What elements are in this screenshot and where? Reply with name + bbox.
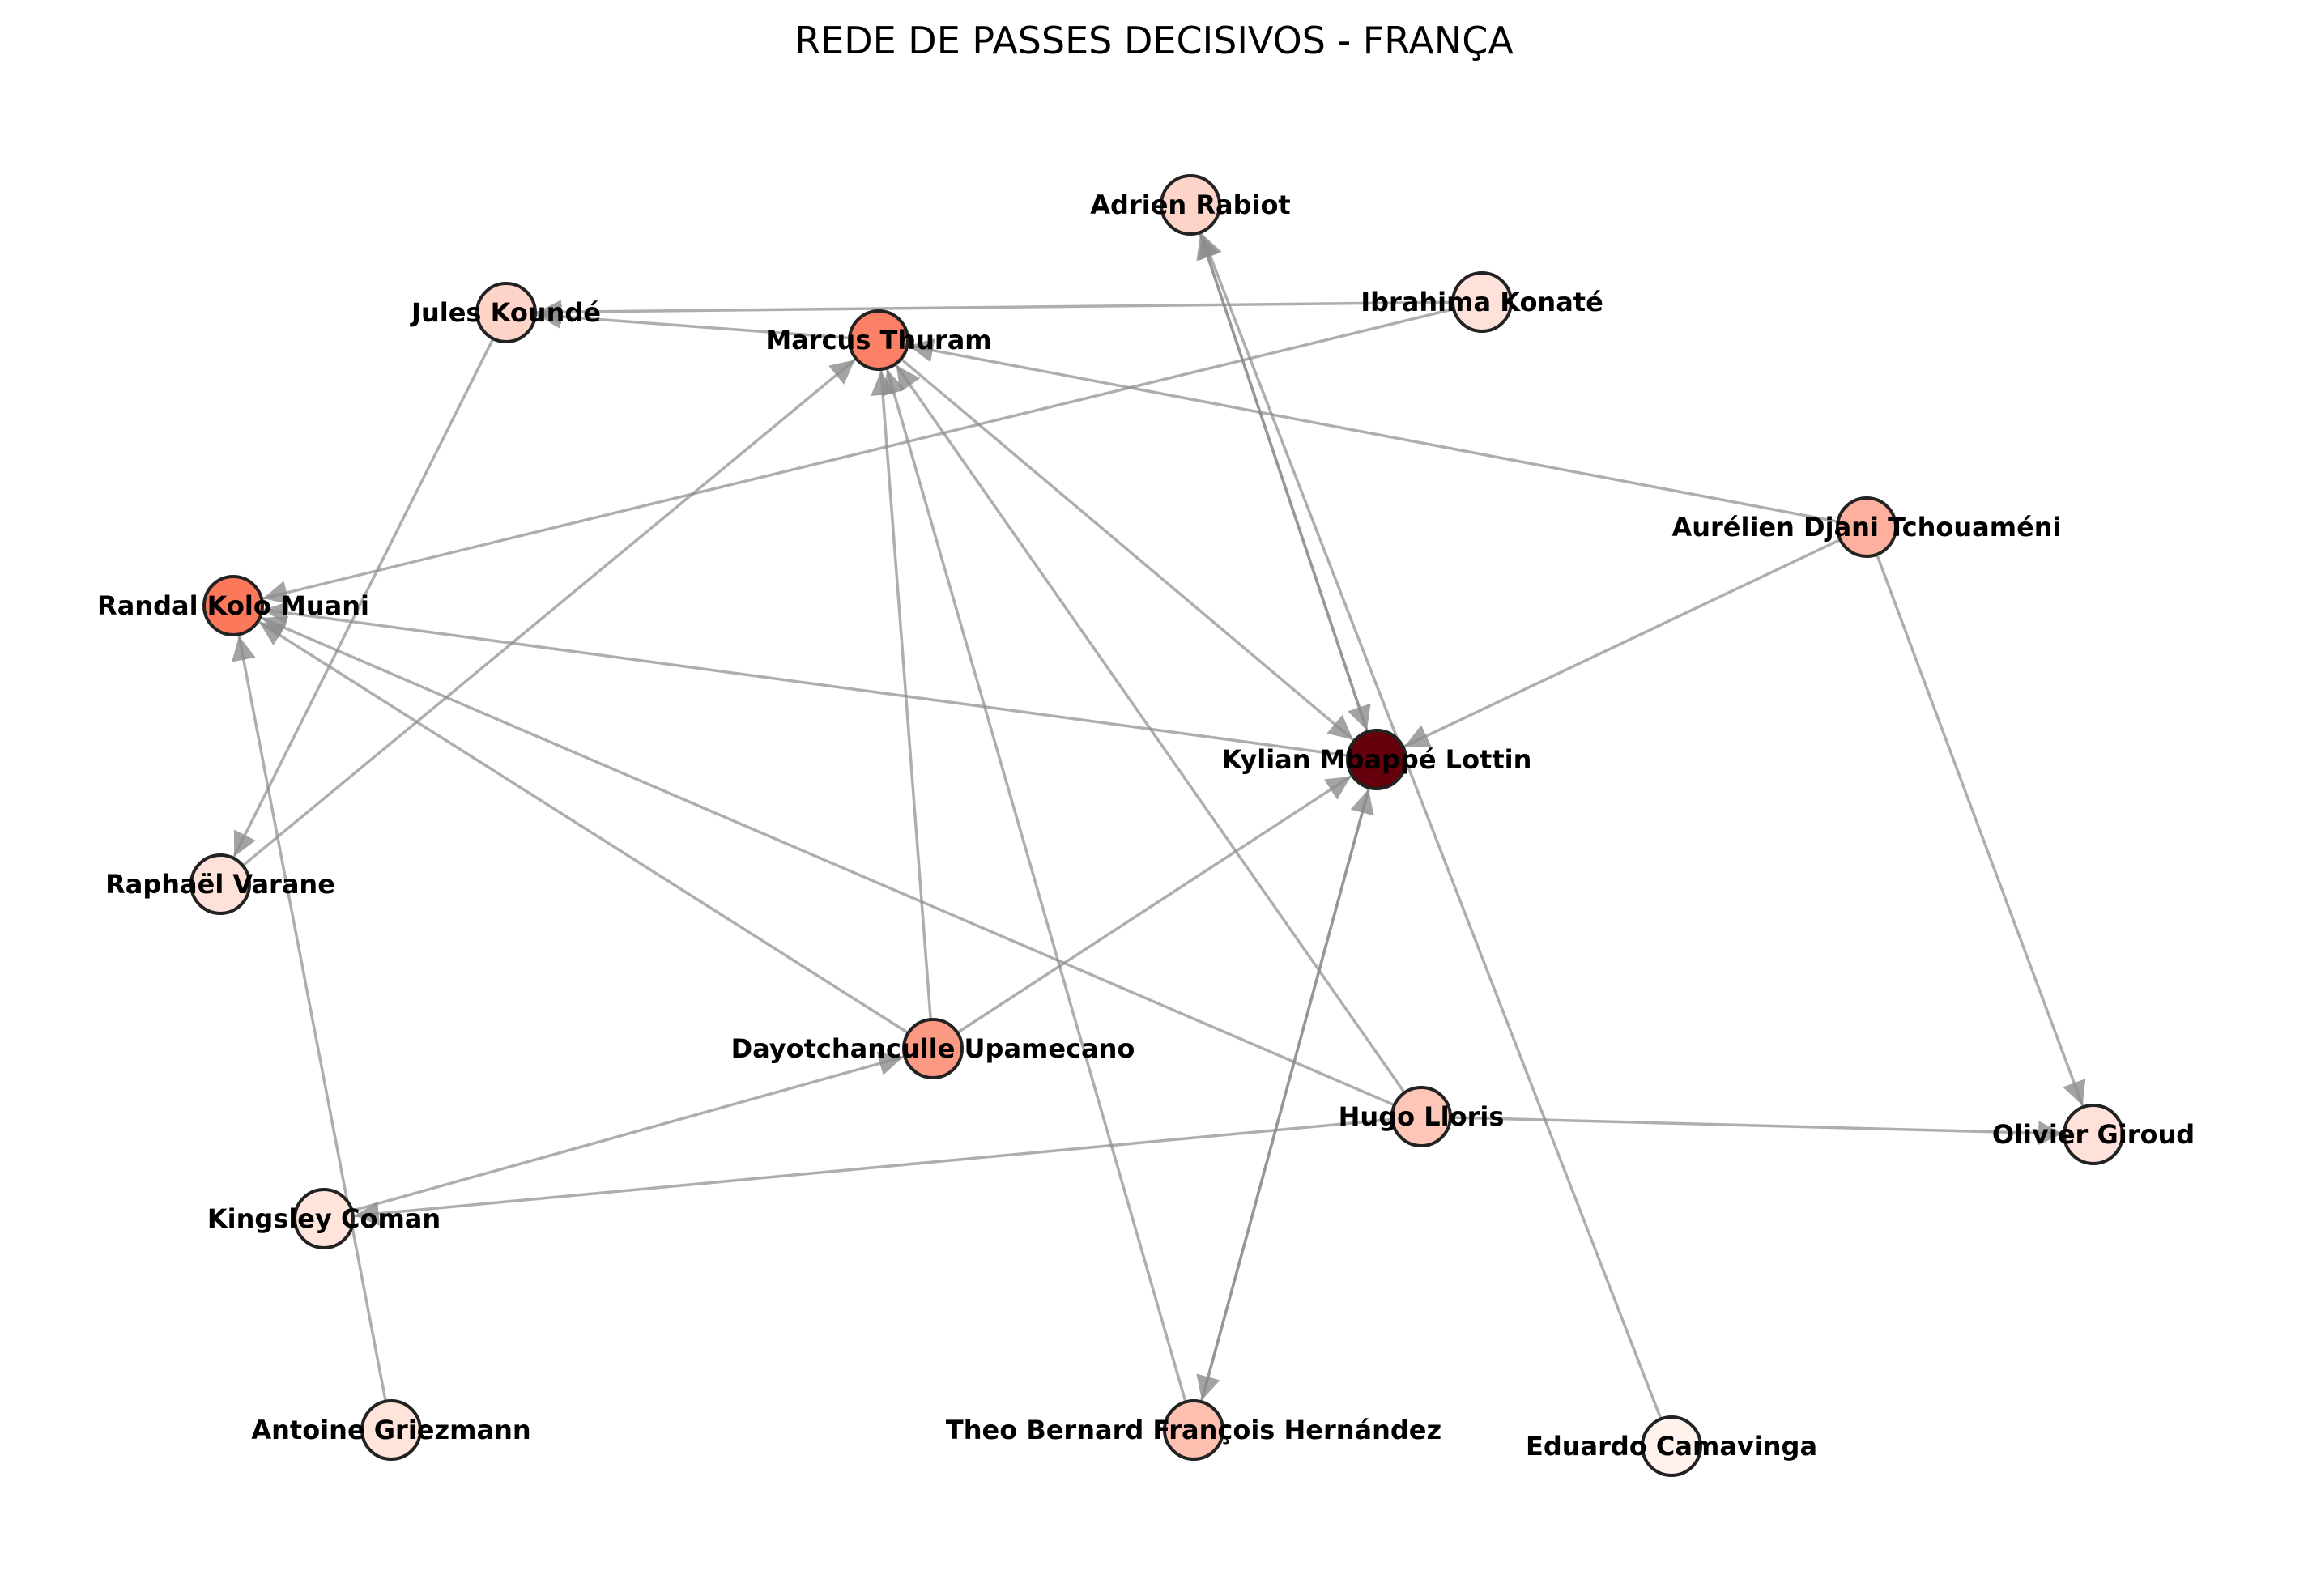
node-label-rabiot: Adrien Rabiot xyxy=(1090,189,1290,220)
edge-tchouameni-to-giroud xyxy=(1875,554,2086,1107)
node-label-kolo: Randal Kolo Muani xyxy=(97,590,369,621)
node-label-varane: Raphaël Varane xyxy=(105,869,335,900)
edge-thuram-to-kounde xyxy=(536,304,850,340)
node-label-konate: Ibrahima Konaté xyxy=(1361,287,1603,317)
node-tchouameni[interactable] xyxy=(1836,496,1897,558)
node-hernandez[interactable] xyxy=(1163,1399,1224,1461)
node-label-hernandez: Theo Bernard François Hernández xyxy=(946,1415,1441,1445)
chart-title: REDE DE PASSES DECISIVOS - FRANÇA xyxy=(794,19,1514,62)
node-label-coman: Kingsley Coman xyxy=(207,1203,441,1234)
edge-thuram-to-mbappe xyxy=(900,357,1355,741)
node-label-thuram: Marcus Thuram xyxy=(765,325,991,355)
node-giroud[interactable] xyxy=(2063,1104,2124,1165)
node-label-kounde: Jules Koundé xyxy=(410,297,601,328)
edges-layer xyxy=(232,232,2086,1420)
edge-hernandez-to-thuram xyxy=(882,369,1187,1402)
edge-mbappe-to-kolo xyxy=(263,601,1348,757)
node-label-giroud: Olivier Giroud xyxy=(1992,1119,2195,1150)
edge-tchouameni-to-mbappe xyxy=(1403,538,1842,748)
edge-tchouameni-to-thuram xyxy=(909,338,1838,524)
node-label-mbappe: Kylian Mbappé Lottin xyxy=(1222,744,1532,775)
edge-mbappe-to-rabiot xyxy=(1196,233,1369,733)
node-rabiot[interactable] xyxy=(1160,174,1221,236)
edge-kounde-to-varane xyxy=(232,338,495,858)
edge-coman-to-upamecano xyxy=(351,1051,904,1213)
node-griezmann[interactable] xyxy=(360,1399,422,1461)
edge-konate-to-kolo xyxy=(262,307,1454,605)
edge-camavinga-to-rabiot xyxy=(1199,232,1663,1420)
node-label-camavinga: Eduardo Camavinga xyxy=(1526,1431,1817,1462)
edge-upamecano-to-kolo xyxy=(258,620,909,1035)
edge-lloris-to-kolo xyxy=(261,616,1395,1107)
node-coman[interactable] xyxy=(293,1188,355,1249)
edge-mbappe-to-hernandez xyxy=(1196,787,1371,1401)
node-kounde[interactable] xyxy=(475,282,537,343)
edge-lloris-to-coman xyxy=(354,1117,1393,1226)
node-camavinga[interactable] xyxy=(1641,1415,1702,1477)
node-label-griezmann: Antoine Griezmann xyxy=(251,1415,530,1445)
edge-konate-to-kounde xyxy=(536,300,1454,325)
node-lloris[interactable] xyxy=(1390,1086,1452,1147)
node-upamecano[interactable] xyxy=(902,1018,964,1079)
edge-lloris-to-giroud xyxy=(1450,1116,2063,1146)
node-mbappe[interactable] xyxy=(1346,729,1407,790)
node-label-lloris: Hugo Lloris xyxy=(1339,1101,1505,1132)
node-kolo[interactable] xyxy=(202,575,264,636)
node-thuram[interactable] xyxy=(848,309,909,371)
node-konate[interactable] xyxy=(1451,271,1513,333)
edge-griezmann-to-kolo xyxy=(232,635,387,1402)
nodes-layer xyxy=(189,174,2124,1477)
edge-upamecano-to-mbappe xyxy=(956,775,1352,1034)
edge-varane-to-thuram xyxy=(241,358,856,867)
node-label-tchouameni: Aurélien Djani Tchouaméni xyxy=(1671,512,2061,543)
node-label-upamecano: Dayotchanculle Upamecano xyxy=(731,1033,1135,1064)
node-varane[interactable] xyxy=(189,853,251,915)
